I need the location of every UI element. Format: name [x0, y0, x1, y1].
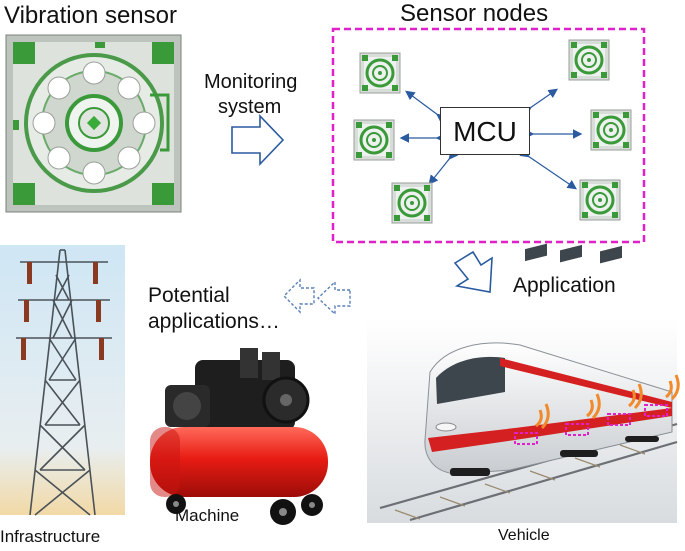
- sensor-node: [578, 178, 622, 222]
- wireless-signal-icon: [535, 374, 680, 430]
- sensor-node-links: [399, 88, 583, 190]
- monitoring-system-label: Monitoring system: [204, 70, 297, 120]
- sensor-node: [589, 108, 633, 152]
- sensor-nodes-title: Sensor nodes: [400, 0, 549, 27]
- high-speed-train: [367, 243, 678, 523]
- potential-label-line1: Potential: [148, 284, 230, 307]
- infrastructure-label: Infrastructure: [0, 527, 101, 546]
- mcu-box: MCU: [440, 107, 530, 155]
- sensor-node: [567, 38, 611, 82]
- vehicle-label: Vehicle: [498, 527, 550, 544]
- sensor-node: [390, 181, 434, 225]
- monitoring-label-line1: Monitoring: [204, 71, 298, 93]
- application-arrow: [453, 250, 493, 293]
- application-label: Application: [513, 274, 616, 297]
- sensor-node: [352, 118, 396, 162]
- transmission-tower: [0, 245, 125, 516]
- air-compressor: [150, 348, 328, 525]
- vibration-sensor-chip: [5, 34, 182, 213]
- machine-label: Machine: [175, 506, 240, 525]
- potential-label-line2: applications…: [148, 310, 280, 333]
- potential-applications-label: Potential applications…: [148, 283, 280, 335]
- sensor-node: [358, 51, 402, 95]
- monitoring-label-line2: system: [218, 96, 282, 118]
- potential-arrows: [283, 278, 351, 316]
- train-sensor-markers: [514, 404, 668, 445]
- vibration-sensor-title: Vibration sensor: [4, 2, 177, 29]
- monitoring-arrow: [231, 114, 285, 166]
